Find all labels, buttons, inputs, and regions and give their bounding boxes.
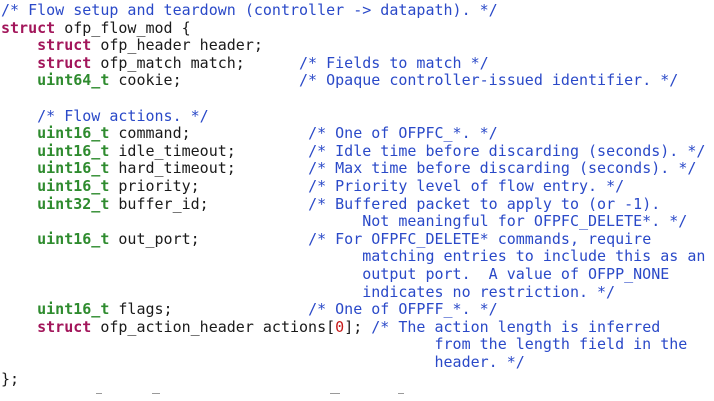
code-comment: /* The action length is inferred bbox=[371, 317, 661, 336]
type-name: uint16_t bbox=[37, 300, 110, 319]
code-line: output port. A value of OFPP_NONE bbox=[1, 264, 705, 284]
code-comment: output port. A value of OFPP_NONE bbox=[1, 264, 670, 283]
code-line: header. */ bbox=[1, 352, 705, 372]
code-text: command; bbox=[109, 124, 309, 143]
type-name: uint16_t bbox=[37, 141, 110, 160]
code-text: ofp_match match; bbox=[91, 53, 300, 72]
code-text bbox=[1, 318, 37, 336]
type-name: uint16_t bbox=[37, 176, 110, 195]
code-text bbox=[1, 107, 37, 125]
type-name: uint16_t bbox=[37, 124, 110, 143]
code-text: cookie; bbox=[109, 71, 300, 90]
type-name: uint32_t bbox=[37, 194, 110, 213]
code-comment: /* For OFPFC_DELETE* commands, require bbox=[308, 229, 652, 248]
keyword: struct bbox=[1, 18, 56, 37]
code-comment: /* Flow actions. */ bbox=[37, 106, 209, 125]
code-text: ofp_action_header actions[ bbox=[91, 317, 336, 336]
code-text: ofp_header header; bbox=[91, 36, 263, 55]
code-line: struct ofp_flow_mod { bbox=[1, 18, 705, 38]
code-line: struct ofp_action_header actions[0]; /* … bbox=[1, 317, 705, 337]
cut-off-next-line bbox=[0, 393, 714, 401]
keyword: struct bbox=[37, 53, 92, 72]
code-text bbox=[1, 71, 37, 89]
keyword: struct bbox=[37, 36, 92, 55]
code-text: out_port; bbox=[109, 229, 309, 248]
code-line: uint16_t idle_timeout; /* Idle time befo… bbox=[1, 141, 706, 161]
code-text bbox=[1, 36, 37, 54]
code-line: uint16_t command; /* One of OFPFC_*. */ bbox=[1, 124, 705, 143]
code-line: struct ofp_match match; /* Fields to mat… bbox=[1, 53, 705, 73]
code-listing: /* Flow setup and teardown (controller -… bbox=[1, 1, 706, 389]
code-text: idle_timeout; bbox=[109, 141, 309, 160]
code-comment: matching entries to include this as an bbox=[1, 247, 706, 266]
code-comment: /* Fields to match */ bbox=[299, 53, 489, 72]
code-line: }; bbox=[1, 371, 705, 389]
code-text: priority; bbox=[109, 176, 309, 195]
code-line: uint16_t priority; /* Priority level of … bbox=[1, 176, 705, 196]
type-name: uint16_t bbox=[37, 159, 110, 178]
code-text bbox=[1, 124, 37, 142]
code-text bbox=[1, 54, 37, 72]
code-line: uint16_t hard_timeout; /* Max time befor… bbox=[1, 160, 705, 178]
code-text: ofp_flow_mod { bbox=[55, 18, 191, 37]
type-name: uint16_t bbox=[37, 229, 110, 248]
code-line: uint16_t out_port; /* For OFPFC_DELETE* … bbox=[1, 229, 705, 249]
code-text bbox=[1, 159, 37, 177]
number-literal: 0 bbox=[335, 317, 345, 336]
code-comment: /* Opaque controller-issued identifier. … bbox=[299, 71, 679, 90]
code-line: /* Flow actions. */ bbox=[1, 106, 705, 126]
code-line: indicates no restriction. */ bbox=[1, 282, 705, 302]
keyword: struct bbox=[37, 317, 92, 336]
code-text bbox=[1, 142, 37, 160]
code-line: uint64_t cookie; /* Opaque controller-is… bbox=[1, 72, 705, 90]
code-comment: from the length field in the bbox=[1, 335, 688, 354]
type-name: uint64_t bbox=[37, 71, 110, 90]
code-comment: /* One of OFPFC_*. */ bbox=[308, 124, 498, 143]
code-line bbox=[1, 90, 705, 108]
code-text bbox=[1, 230, 37, 248]
code-line: /* Flow setup and teardown (controller -… bbox=[1, 1, 705, 20]
code-line: from the length field in the bbox=[1, 335, 705, 354]
code-comment: /* Idle time before discarding (seconds)… bbox=[308, 141, 706, 160]
code-line: Not meaningful for OFPFC_DELETE*. */ bbox=[1, 212, 705, 231]
code-line: uint16_t flags; /* One of OFPFF_*. */ bbox=[1, 300, 705, 319]
code-text bbox=[1, 300, 37, 318]
code-line: struct ofp_header header; bbox=[1, 36, 705, 55]
code-text: buffer_id; bbox=[109, 194, 309, 213]
code-text: ]; bbox=[344, 317, 372, 336]
code-comment: /* Buffered packet to apply to (or -1). bbox=[308, 194, 661, 213]
code-line: uint32_t buffer_id; /* Buffered packet t… bbox=[1, 194, 705, 214]
code-text: hard_timeout; bbox=[109, 159, 309, 178]
code-comment: /* Flow setup and teardown (controller -… bbox=[1, 1, 498, 19]
code-text bbox=[1, 195, 37, 213]
code-comment: Not meaningful for OFPFC_DELETE*. */ bbox=[1, 212, 688, 231]
code-line: matching entries to include this as an bbox=[1, 248, 705, 266]
code-comment: /* One of OFPFF_*. */ bbox=[308, 300, 498, 319]
code-comment: /* Max time before discarding (seconds).… bbox=[308, 159, 697, 178]
code-text: }; bbox=[1, 370, 20, 389]
code-comment: /* Priority level of flow entry. */ bbox=[308, 176, 625, 195]
code-comment: header. */ bbox=[1, 352, 525, 371]
code-text: flags; bbox=[109, 300, 309, 319]
code-text bbox=[1, 177, 37, 195]
code-comment: indicates no restriction. */ bbox=[1, 282, 616, 301]
